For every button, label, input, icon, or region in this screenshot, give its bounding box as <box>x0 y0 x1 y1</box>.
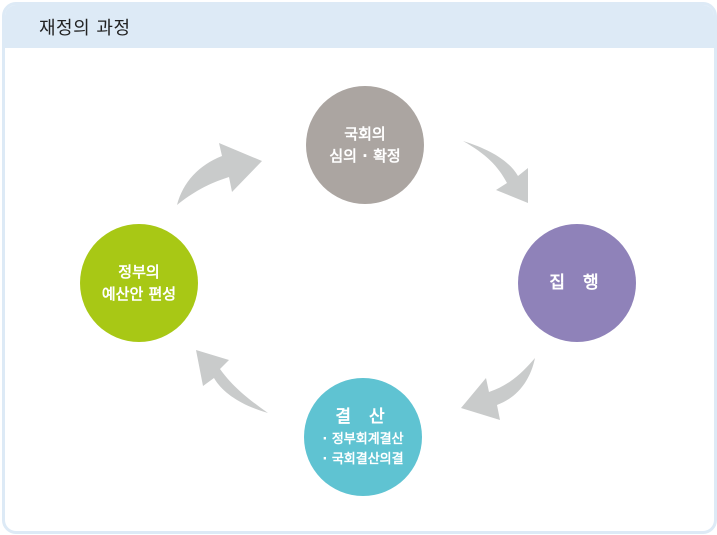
node-assembly-line2: 심의 · 확정 <box>329 147 401 165</box>
node-budget-line2: 예산안 편성 <box>101 285 177 303</box>
arrow-assembly-to-execution <box>463 141 528 203</box>
arrow-execution-to-settlement <box>461 358 535 420</box>
arrow-settlement-to-budget <box>196 350 268 413</box>
node-assembly-line1: 국회의 <box>344 125 386 143</box>
page-title: 재정의 과정 <box>39 18 131 39</box>
node-budget-drafting: 정부의 예산안 편성 <box>80 224 198 342</box>
node-settlement-item1: · 정부회계결산 <box>322 432 404 447</box>
node-execution-label: 집 행 <box>549 273 605 293</box>
arrow-budget-to-assembly <box>177 143 262 205</box>
node-settlement: 결 산 · 정부회계결산 · 국회결산의결 <box>304 378 422 496</box>
node-settlement-label: 결 산 <box>335 407 391 427</box>
node-execution: 집 행 <box>518 224 636 342</box>
header-bar: 재정의 과정 <box>5 5 714 48</box>
node-settlement-item2: · 국회결산의결 <box>322 452 404 467</box>
node-assembly-review: 국회의 심의 · 확정 <box>306 86 424 204</box>
node-budget-line1: 정부의 <box>118 263 160 281</box>
